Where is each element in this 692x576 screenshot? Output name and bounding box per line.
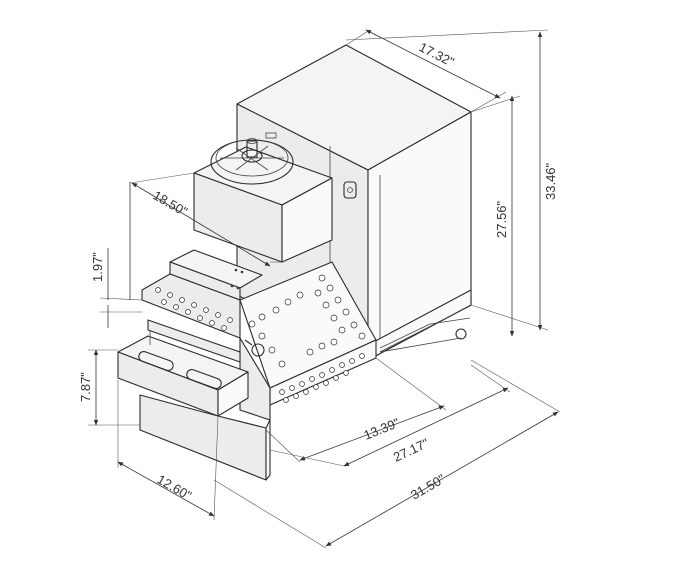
dim-step-height: 1.97" [90,252,105,282]
latch-icon [343,181,357,199]
dim-front-width: 13.39" [362,415,402,443]
dim-base-height: 7.87" [78,372,93,402]
dim-height-body: 27.56" [494,200,509,238]
dim-overall-width: 31.50" [408,471,448,503]
tray-slot-2 [186,369,222,389]
tray-slot-1 [138,351,174,371]
base-tray [117,319,271,481]
dim-width-upper: 18.50" [151,188,191,220]
dimension-lines [88,29,561,549]
dim-depth-top: 17.32" [417,39,457,69]
side-knob-icon [455,328,467,340]
dispenser-front [141,249,377,421]
nozzle-icon [251,343,265,357]
dim-mid-width: 27.17" [391,435,431,464]
dim-base-width: 12.60" [155,472,195,504]
dim-height-total: 33.46" [543,162,558,200]
perforation-pattern [155,274,366,403]
